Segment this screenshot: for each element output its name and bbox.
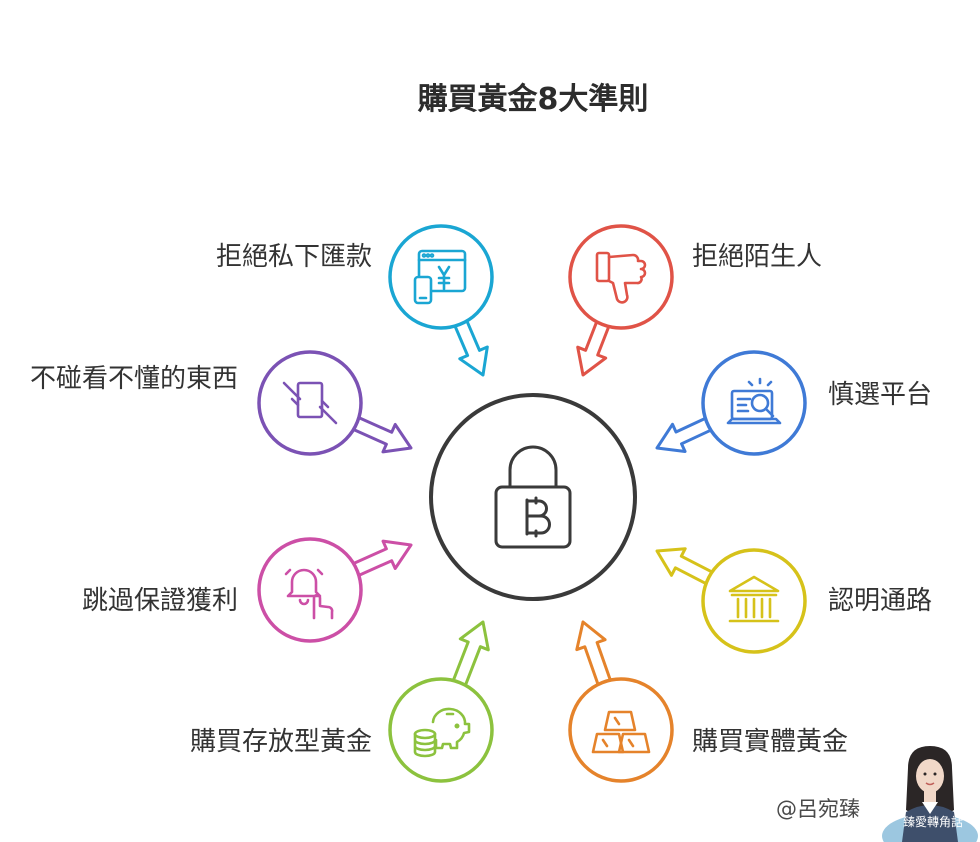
- bitcoin-lock-icon: [494, 445, 572, 549]
- principle-node-1: [388, 224, 494, 377]
- center-hub: [429, 393, 637, 601]
- principle-circle-6: [388, 677, 494, 783]
- principle-node-8: [257, 350, 413, 456]
- page-title: 購買黃金8大準則: [417, 82, 649, 117]
- principle-circle-2: [568, 224, 674, 330]
- author-credit: @呂宛臻: [776, 797, 860, 821]
- principle-label-2: 拒絕陌生人: [692, 242, 823, 272]
- principle-circle-8: [257, 350, 363, 456]
- bell-hand-icon: [284, 568, 334, 620]
- principle-node-2: [568, 224, 674, 377]
- author-avatar: [882, 746, 978, 842]
- principle-label-5: 購買實體黃金: [692, 727, 849, 757]
- principle-label-6: 購買存放型黃金: [189, 727, 372, 757]
- author-stamp: 臻愛轉角話: [902, 815, 963, 829]
- principle-node-7: [257, 537, 413, 643]
- principle-node-6: [388, 620, 494, 783]
- bank-building-icon: [728, 575, 780, 623]
- principle-label-7: 跳過保證獲利: [81, 586, 238, 616]
- gold-bars-icon: [591, 710, 651, 754]
- principle-label-3: 慎選平台: [828, 380, 933, 410]
- principle-arrow-6: [449, 620, 490, 692]
- principle-arrow-5: [575, 620, 614, 692]
- principle-label-8: 不碰看不懂的東西: [29, 364, 238, 394]
- principle-circle-7: [257, 537, 363, 643]
- principle-node-5: [568, 620, 674, 783]
- principle-node-4: [655, 547, 807, 654]
- thumbs-down-icon: [595, 251, 647, 304]
- payment-window-icon: [413, 249, 467, 305]
- piggy-bank-coins-icon: [413, 707, 471, 758]
- principle-label-4: 認明通路: [828, 586, 933, 616]
- principle-node-3: [655, 350, 807, 456]
- hands-document-icon: [282, 381, 338, 425]
- principle-label-1: 拒絕私下匯款: [215, 242, 372, 272]
- laptop-search-icon: [726, 377, 782, 425]
